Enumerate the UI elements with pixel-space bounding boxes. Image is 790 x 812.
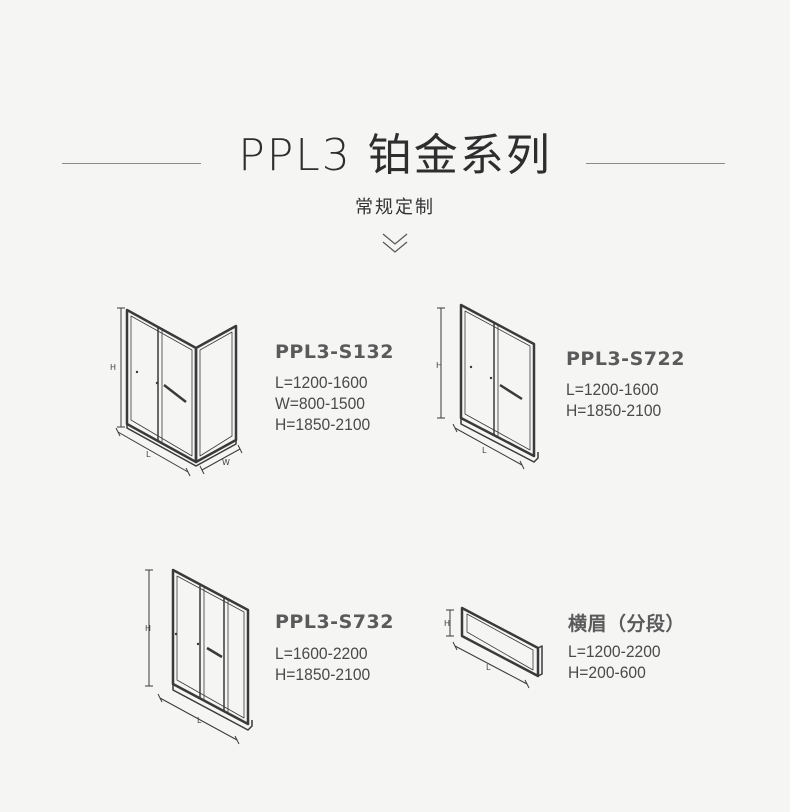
header-divider-left [62, 163, 201, 164]
product-diagram-transom: H L [444, 606, 543, 689]
dim-label-h: H [110, 363, 116, 372]
product-diagram-s132: H L W [110, 307, 243, 477]
chevron-down-icon [382, 233, 408, 253]
spec-s132-l: L=1200-1600 [275, 373, 368, 392]
product-name-transom: 横眉（分段） [568, 613, 686, 635]
spec-s722-l: L=1200-1600 [566, 380, 659, 399]
dim-label-l: L [146, 450, 151, 459]
spec-s132-h: H=1850-2100 [275, 415, 371, 434]
dim-label-l: L [482, 446, 487, 455]
spec-s722-h: H=1850-2100 [566, 401, 662, 420]
spec-transom-l: L=1200-2200 [568, 642, 661, 661]
dim-label-h: H [436, 361, 442, 370]
dim-label-h: H [145, 624, 151, 633]
product-diagram-s722: H L [436, 303, 539, 470]
dim-label-l: L [197, 716, 202, 725]
spec-s732-h: H=1850-2100 [275, 665, 371, 684]
product-name-s732: PPL3-S732 [275, 611, 394, 633]
product-diagram-s732: H L [145, 568, 253, 745]
product-name-s722: PPL3-S722 [566, 348, 685, 370]
dim-label-h: H [444, 619, 450, 628]
page-subtitle: 常规定制 [355, 197, 435, 218]
page-title: PPL3 铂金系列 [238, 130, 552, 181]
product-name-s132: PPL3-S132 [275, 341, 394, 363]
spec-s732-l: L=1600-2200 [275, 644, 368, 663]
spec-s132-w: W=800-1500 [275, 394, 366, 413]
header-divider-right [586, 163, 725, 164]
dim-label-w: W [222, 458, 230, 467]
spec-transom-h: H=200-600 [568, 663, 646, 682]
dim-label-l: L [486, 663, 491, 672]
